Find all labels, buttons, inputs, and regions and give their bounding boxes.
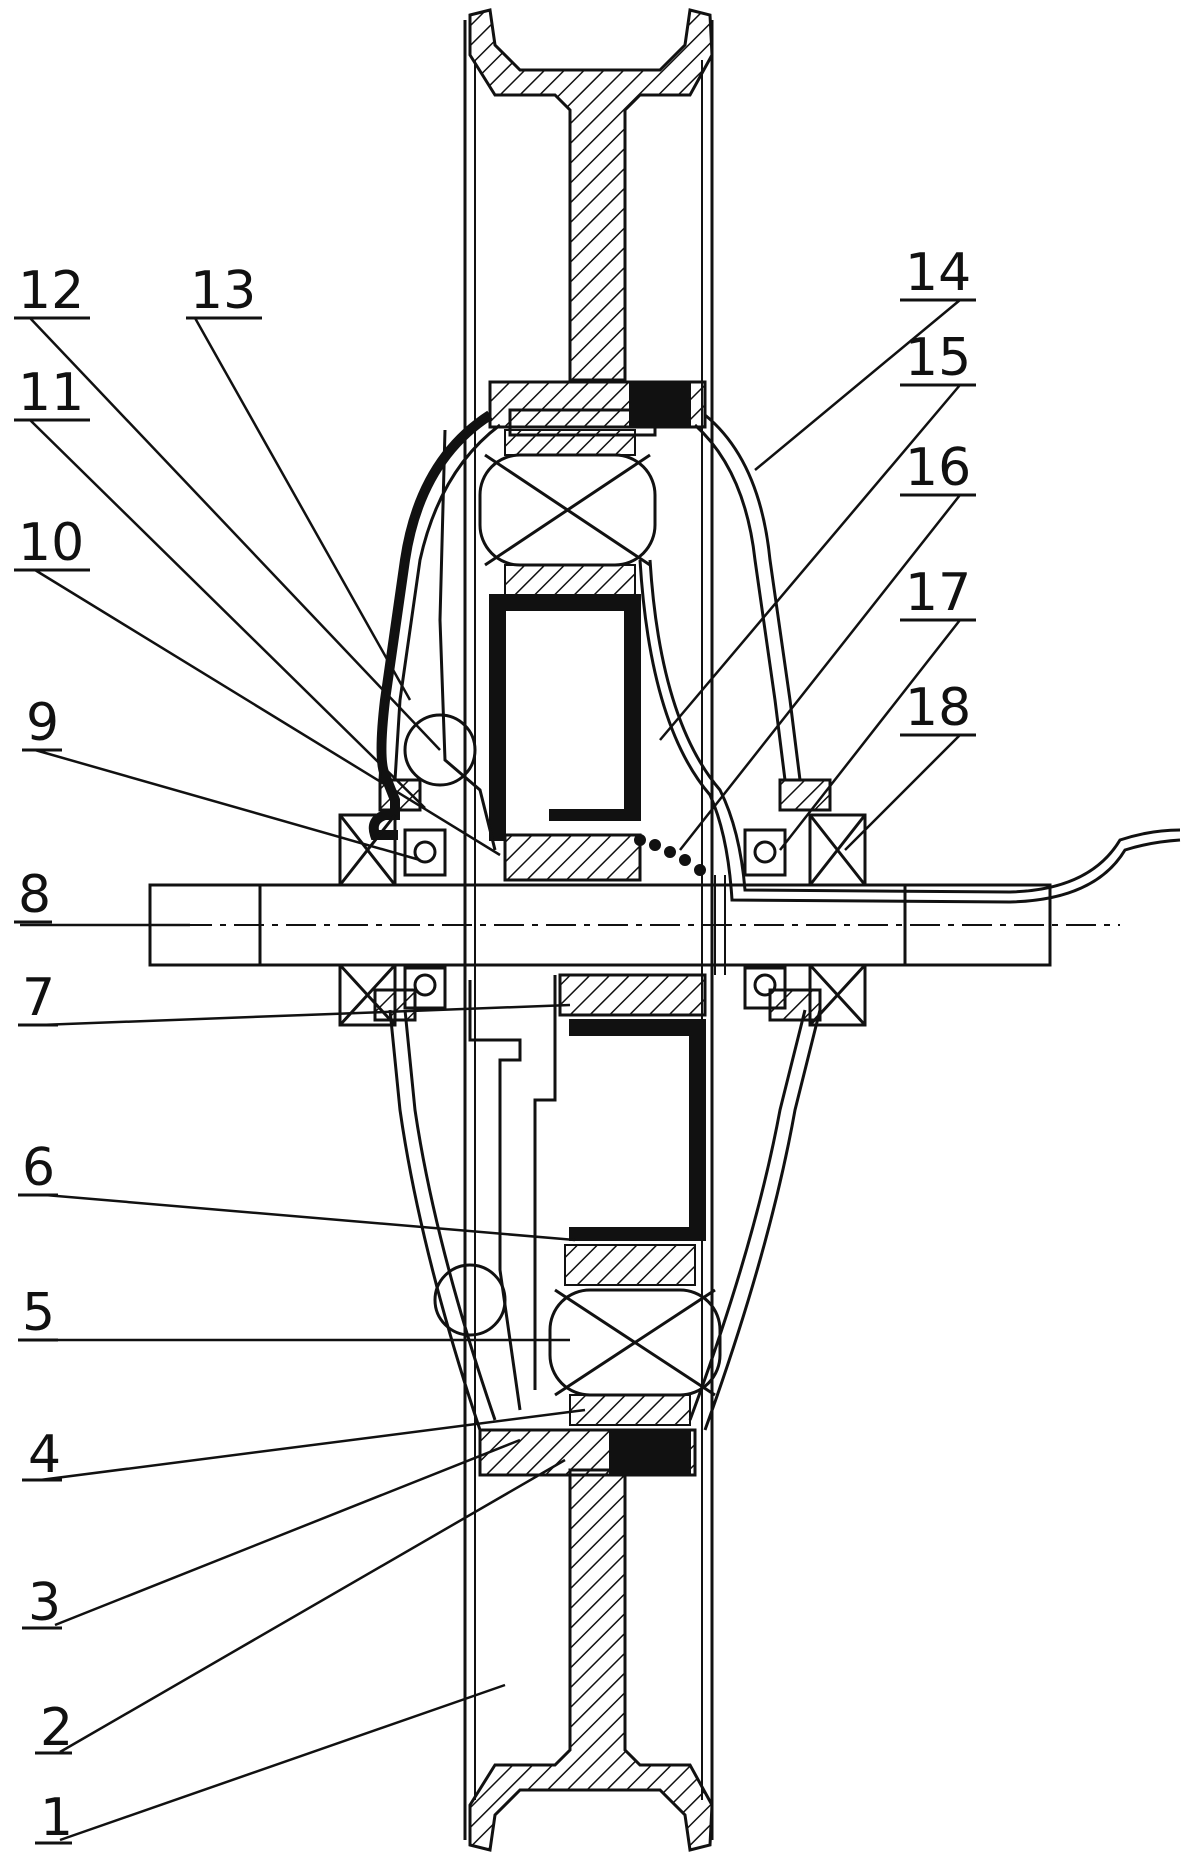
stator-upper (440, 410, 655, 880)
axle (130, 875, 1120, 975)
label-10: 10 (18, 513, 84, 573)
gear-lower (435, 1265, 505, 1335)
label-9: 9 (26, 693, 59, 753)
stator-lower (470, 975, 720, 1425)
label-12: 12 (18, 261, 84, 321)
leader-lines (20, 300, 960, 1840)
label-7: 7 (22, 968, 55, 1028)
label-18: 18 (905, 678, 971, 738)
label-16: 16 (905, 438, 971, 498)
label-8: 8 (18, 865, 51, 925)
part-labels: 1 2 3 4 5 6 7 8 9 10 11 12 13 14 15 16 1… (14, 243, 976, 1848)
label-15: 15 (905, 328, 971, 388)
label-5: 5 (22, 1283, 55, 1343)
label-4: 4 (28, 1425, 61, 1485)
wheel-rim (465, 10, 712, 1850)
hall-sensors (635, 835, 705, 875)
label-13: 13 (190, 261, 256, 321)
label-14: 14 (905, 243, 971, 303)
label-1: 1 (40, 1788, 73, 1848)
label-17: 17 (905, 563, 971, 623)
label-11: 11 (18, 363, 84, 423)
label-2: 2 (40, 1698, 73, 1758)
label-3: 3 (28, 1573, 61, 1633)
label-6: 6 (22, 1138, 55, 1198)
